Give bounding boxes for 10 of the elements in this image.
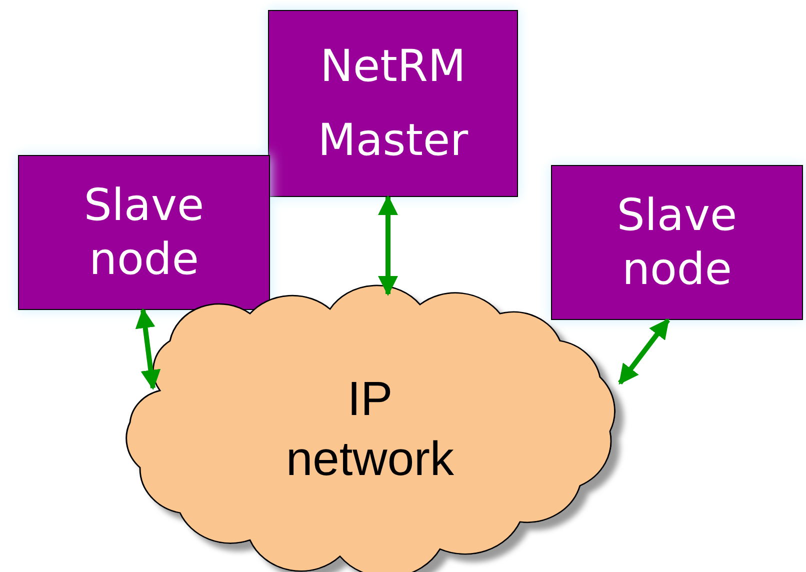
node-box	[551, 165, 803, 320]
node-box	[18, 155, 270, 310]
double-arrow	[378, 195, 398, 296]
double-arrow	[135, 308, 161, 390]
node-label: NetRM Master	[316, 40, 470, 168]
node-box	[268, 10, 518, 197]
node-label: Slave node	[616, 188, 738, 296]
cloud-label: IP network	[284, 372, 456, 488]
double-arrow	[618, 318, 670, 385]
node-label: Slave node	[82, 178, 206, 286]
